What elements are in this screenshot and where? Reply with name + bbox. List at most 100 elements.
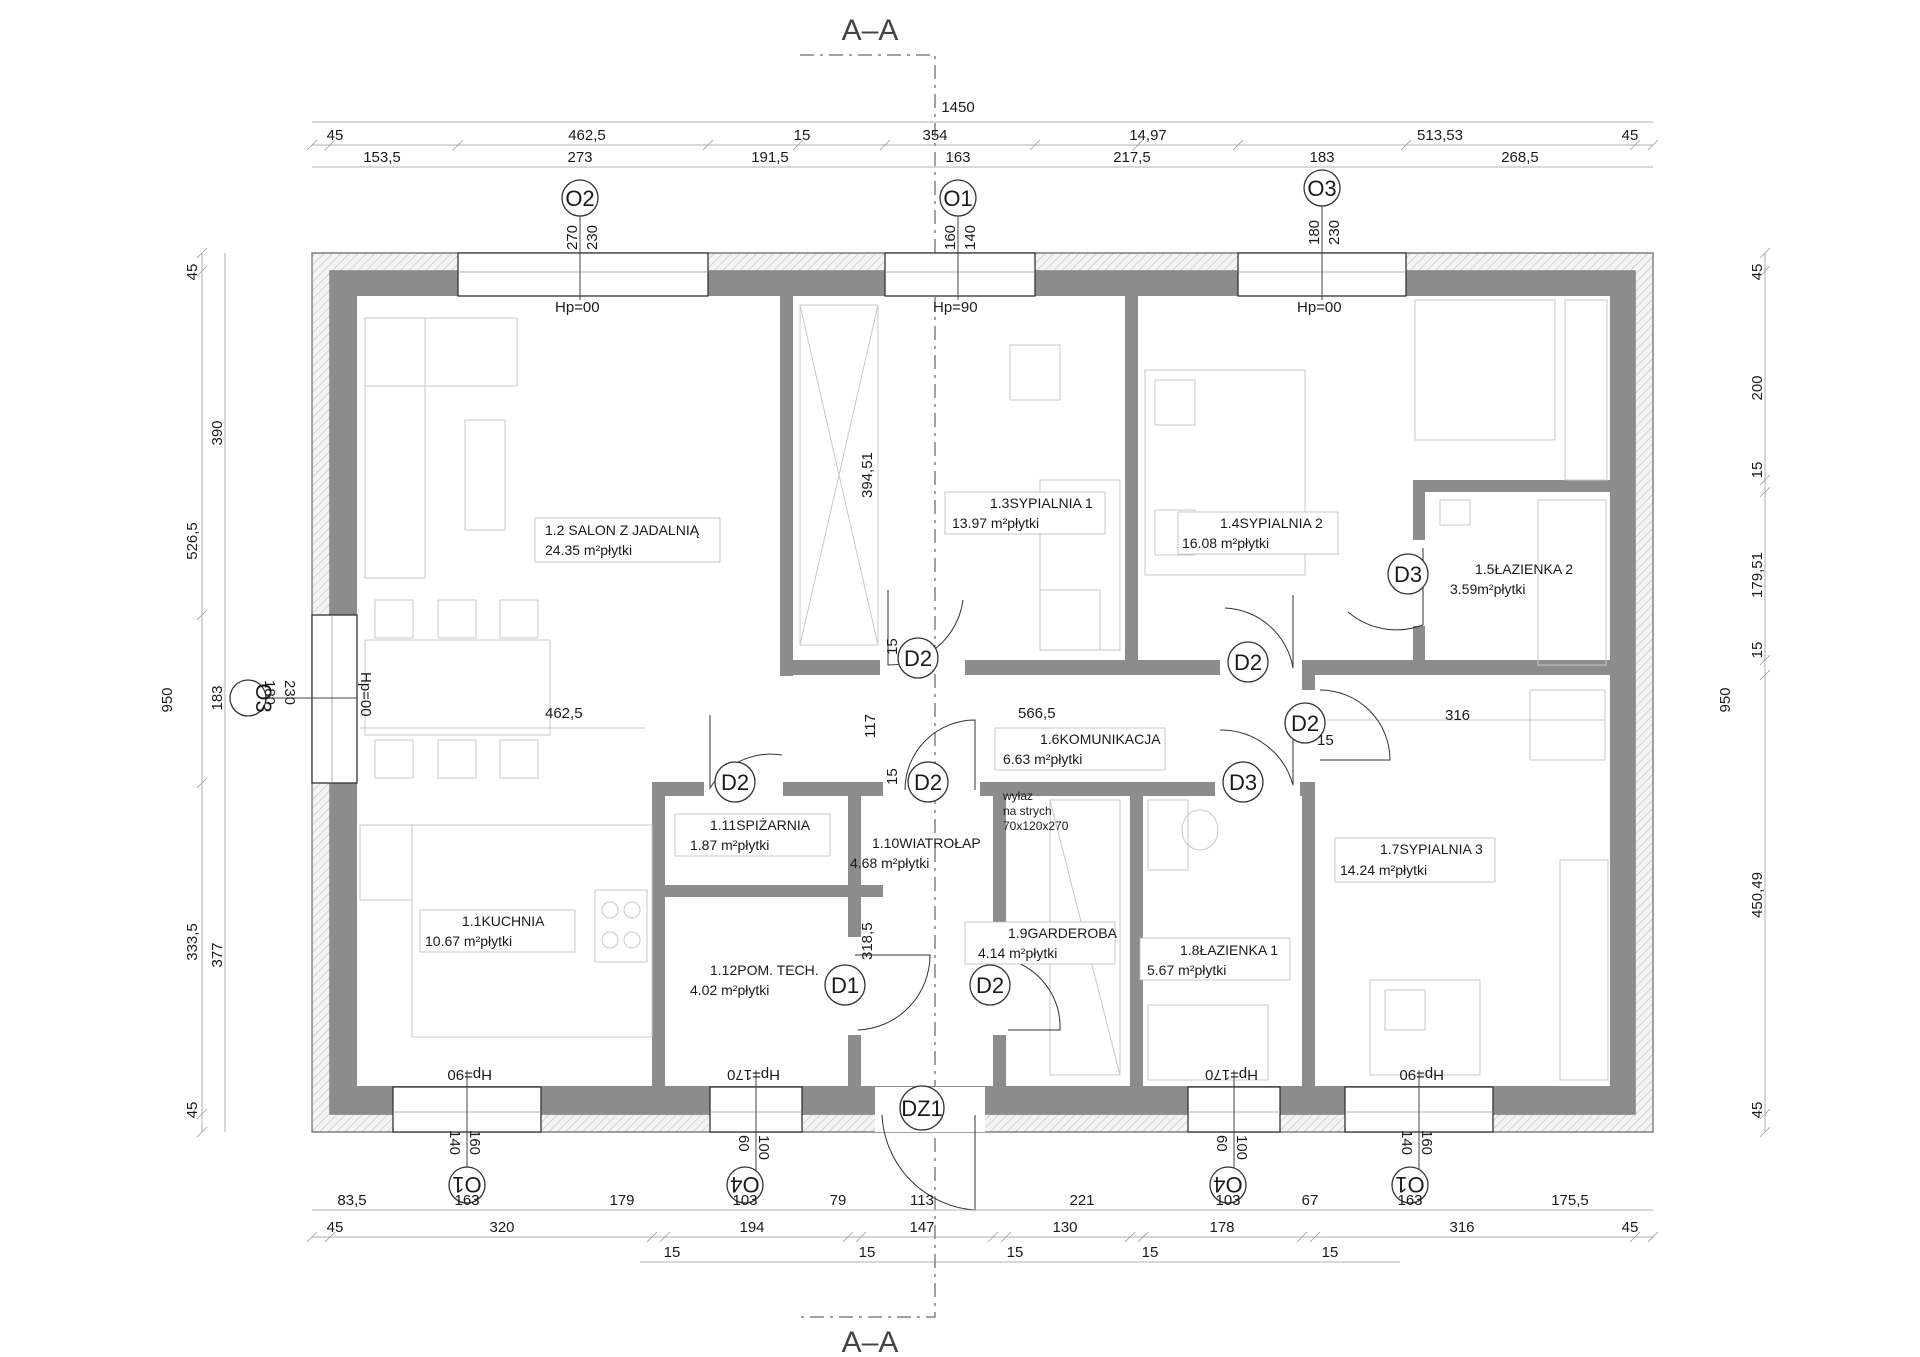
- dim-label: 462,5: [568, 127, 606, 144]
- dim-label: 513,53: [1417, 127, 1463, 144]
- dim-total-height-left: 950: [159, 687, 176, 712]
- room-garderoba: 1.9GARDEROBA 4.14 m²płytki: [964, 921, 1118, 965]
- dim-label: 45: [1622, 1219, 1639, 1236]
- window-tag-o1-top: O1 160 140 Hp=90: [933, 179, 979, 316]
- svg-text:D2: D2: [914, 770, 942, 795]
- svg-text:230: 230: [584, 225, 601, 250]
- svg-text:230: 230: [1326, 220, 1343, 245]
- svg-text:Hp=90: Hp=90: [1399, 1066, 1444, 1083]
- door-tag: D1: [824, 964, 866, 1006]
- dim-label: 113: [910, 1192, 934, 1209]
- attic-label-1: wyłaz: [1002, 789, 1033, 803]
- door-tag: D2: [714, 761, 756, 803]
- svg-text:D1: D1: [831, 973, 859, 998]
- svg-text:D2: D2: [1291, 711, 1319, 736]
- dim-label: 200: [1749, 375, 1766, 400]
- svg-text:DZ1: DZ1: [901, 1096, 943, 1121]
- dim-label: 45: [1749, 264, 1766, 281]
- dim-label: 320: [489, 1219, 514, 1236]
- room-area: 1.87 m²płytki: [690, 837, 769, 853]
- svg-text:Hp=170: Hp=170: [1205, 1066, 1258, 1083]
- dim-label: 15: [1007, 1244, 1024, 1261]
- svg-text:O4: O4: [730, 1172, 759, 1197]
- dim-label: 377: [209, 942, 226, 967]
- window-tag-o1-bottom-right: O1 160 140 Hp=90: [1391, 1066, 1444, 1204]
- dim-label: 83,5: [337, 1192, 366, 1209]
- svg-text:Hp=00: Hp=00: [1297, 299, 1342, 316]
- svg-text:O1: O1: [452, 1172, 481, 1197]
- window-tag-o3-top: O3 180 230 Hp=00: [1297, 169, 1343, 316]
- svg-text:60: 60: [735, 1135, 752, 1152]
- room-area: 5.67 m²płytki: [1147, 962, 1226, 978]
- dim-label: 268,5: [1501, 149, 1539, 166]
- svg-text:15: 15: [884, 768, 901, 785]
- attic-hatch-note: wyłaz na strych 70x120x270: [1002, 789, 1069, 833]
- svg-text:230: 230: [281, 680, 298, 705]
- window-tag-o2: O2 270 230 Hp=00: [555, 179, 601, 316]
- dim-label: 273: [567, 149, 592, 166]
- dim-label: 45: [184, 264, 201, 281]
- svg-text:117: 117: [862, 714, 879, 738]
- window-tags: O2 270 230 Hp=00 O1 160 140 Hp=90 O3 180…: [229, 169, 1444, 1204]
- dim-label: 15: [664, 1244, 681, 1261]
- svg-text:462,5: 462,5: [545, 705, 583, 722]
- section-label-bottom: A–A: [842, 1326, 899, 1357]
- room-area: 10.67 m²płytki: [425, 933, 512, 949]
- svg-text:O3: O3: [251, 683, 276, 712]
- exterior-walls: [311, 252, 1654, 1133]
- svg-text:140: 140: [962, 225, 979, 250]
- svg-text:D3: D3: [1229, 770, 1257, 795]
- inner-dimensions: 394,51 15 15 15 117 462,5 566,5 316 318,…: [545, 452, 1470, 960]
- svg-text:Hp=00: Hp=00: [357, 672, 374, 717]
- dim-label: 45: [327, 1219, 344, 1236]
- dim-label: 130: [1052, 1219, 1077, 1236]
- svg-text:180: 180: [1306, 220, 1323, 245]
- room-name: 1.5ŁAZIENKA 2: [1475, 561, 1573, 577]
- room-area: 24.35 m²płytki: [545, 542, 632, 558]
- door-tag: D2: [969, 964, 1011, 1006]
- room-pom-tech: 1.12POM. TECH. 4.02 m²płytki: [690, 962, 819, 998]
- dim-total-width: 1450: [941, 99, 974, 116]
- svg-text:140: 140: [446, 1130, 463, 1155]
- dim-label: 390: [209, 420, 226, 445]
- dim-label: 221: [1069, 1192, 1094, 1209]
- svg-text:100: 100: [1233, 1135, 1250, 1160]
- svg-text:316: 316: [1445, 707, 1470, 724]
- dim-label: 163: [454, 1192, 479, 1209]
- dim-label: 191,5: [751, 149, 789, 166]
- window-tag-o3-left: O3 180 230 Hp=00: [229, 672, 374, 717]
- svg-text:270: 270: [564, 225, 581, 250]
- room-salon: 1.2 SALON Z JADALNIĄ 24.35 m²płytki: [534, 517, 721, 563]
- svg-text:100: 100: [755, 1135, 772, 1160]
- svg-text:Hp=170: Hp=170: [727, 1066, 780, 1083]
- svg-text:160: 160: [1418, 1130, 1435, 1155]
- svg-text:160: 160: [466, 1130, 483, 1155]
- dim-label: 15: [1749, 462, 1766, 479]
- dim-label: 163: [1397, 1192, 1422, 1209]
- dim-label: 179: [609, 1192, 634, 1209]
- door-tag: D3: [1387, 553, 1429, 595]
- room-sypialnia-1: 1.3SYPIALNIA 1 13.97 m²płytki: [944, 491, 1106, 535]
- dim-label: 147: [909, 1219, 934, 1236]
- dim-label: 103: [1215, 1192, 1240, 1209]
- section-line: A–A A–A: [800, 14, 936, 1357]
- dim-label: 333,5: [184, 923, 201, 961]
- room-area: 13.97 m²płytki: [952, 515, 1039, 531]
- svg-text:O1: O1: [943, 186, 972, 211]
- room-wiatrolap: 1.10WIATROŁAP 4.68 m²płytki: [850, 835, 981, 871]
- door-tag: D2: [907, 761, 949, 803]
- dim-label: 15: [794, 127, 811, 144]
- svg-text:D2: D2: [721, 770, 749, 795]
- attic-label-3: 70x120x270: [1003, 819, 1069, 833]
- svg-text:O3: O3: [1307, 176, 1336, 201]
- dim-label: 45: [1749, 1102, 1766, 1119]
- furniture: [359, 299, 1609, 1081]
- svg-text:O1: O1: [1395, 1172, 1424, 1197]
- svg-text:60: 60: [1213, 1135, 1230, 1152]
- dim-storage: 394,51: [859, 452, 876, 498]
- room-spizarnia: 1.11SPIŻARNIA 1.87 m²płytki: [674, 813, 831, 857]
- room-area: 4.14 m²płytki: [978, 945, 1057, 961]
- dim-label: 217,5: [1113, 149, 1151, 166]
